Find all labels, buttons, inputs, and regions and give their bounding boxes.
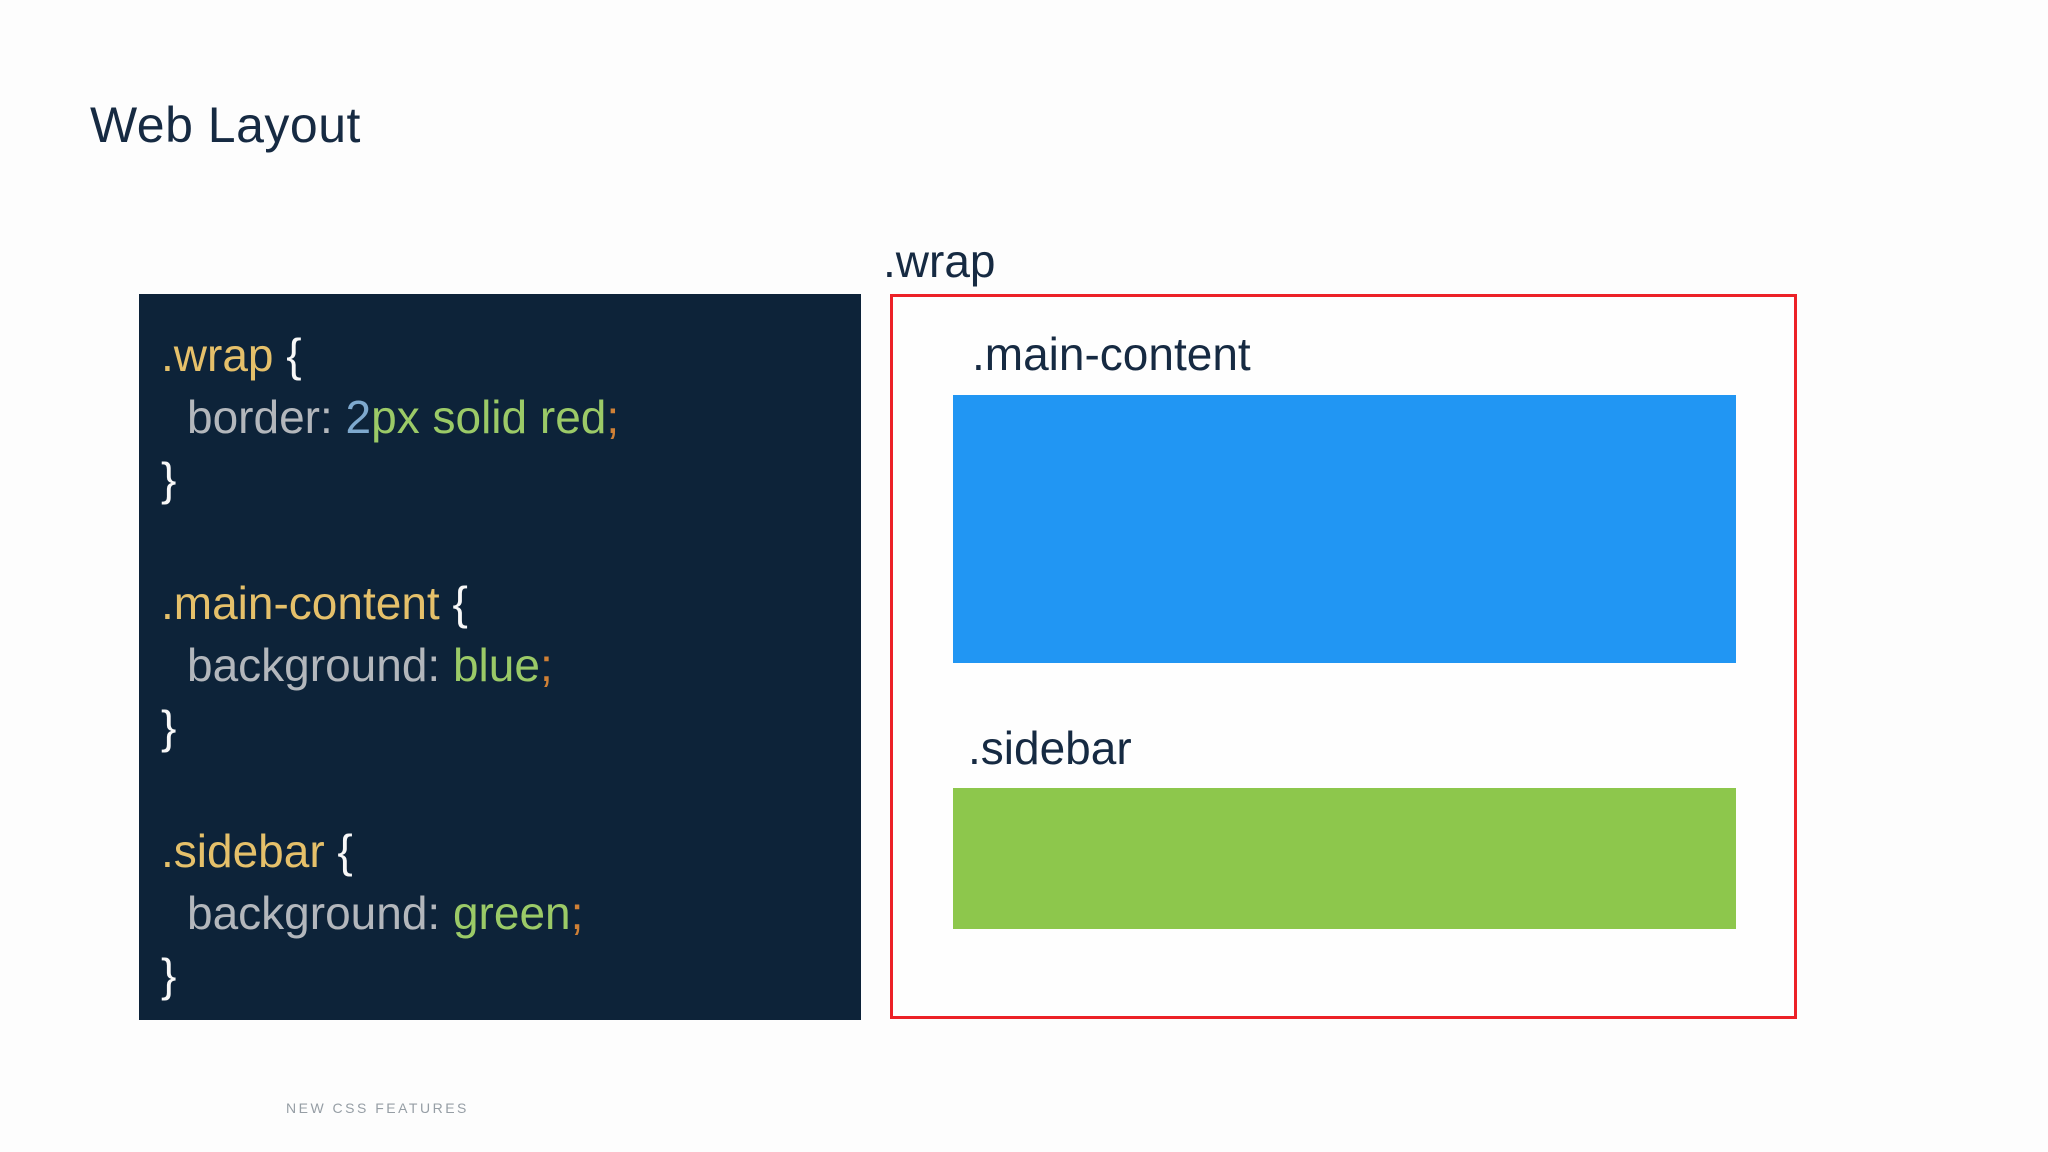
semicolon: ; xyxy=(570,887,584,939)
code-line: border: 2px solid red; xyxy=(161,386,851,448)
code-line: background: green; xyxy=(161,882,851,944)
wrap-demo-box: .main-content .sidebar xyxy=(890,294,1797,1019)
css-property: background xyxy=(187,639,428,691)
code-line: } xyxy=(161,944,851,1006)
css-rule-main-content: .main-content { background: blue; } xyxy=(161,572,851,758)
footer-text: NEW CSS FEATURES xyxy=(286,1100,469,1116)
main-content-demo-label: .main-content xyxy=(972,328,1251,380)
css-rule-wrap: .wrap { border: 2px solid red; } xyxy=(161,324,851,510)
code-line: background: blue; xyxy=(161,634,851,696)
css-selector-main-content: .main-content xyxy=(161,577,440,629)
css-selector-sidebar: .sidebar xyxy=(161,825,325,877)
colon: : xyxy=(427,639,453,691)
semicolon: ; xyxy=(539,639,553,691)
sidebar-demo-rect xyxy=(953,788,1736,929)
code-line: } xyxy=(161,448,851,510)
css-number-value: 2 xyxy=(345,391,372,443)
code-line: .sidebar { xyxy=(161,820,851,882)
open-brace: { xyxy=(324,825,353,877)
main-content-demo-rect xyxy=(953,395,1736,663)
css-property: border xyxy=(187,391,320,443)
css-code-panel: .wrap { border: 2px solid red; } .main-c… xyxy=(139,294,861,1020)
css-property: background xyxy=(187,887,428,939)
css-selector-wrap: .wrap xyxy=(161,329,274,381)
close-brace: } xyxy=(161,949,177,1001)
close-brace: } xyxy=(161,453,177,505)
colon: : xyxy=(427,887,453,939)
code-line: } xyxy=(161,696,851,758)
sidebar-demo-label: .sidebar xyxy=(968,722,1132,774)
code-line: .wrap { xyxy=(161,324,851,386)
wrap-demo-label: .wrap xyxy=(883,235,996,287)
css-value: green xyxy=(452,887,571,939)
page-title: Web Layout xyxy=(90,97,361,153)
css-rule-sidebar: .sidebar { background: green; } xyxy=(161,820,851,1006)
code-line: .main-content { xyxy=(161,572,851,634)
close-brace: } xyxy=(161,701,177,753)
css-value: blue xyxy=(452,639,540,691)
open-brace: { xyxy=(439,577,468,629)
css-value: px solid red xyxy=(371,391,607,443)
colon: : xyxy=(319,391,346,443)
semicolon: ; xyxy=(606,391,620,443)
open-brace: { xyxy=(273,329,302,381)
